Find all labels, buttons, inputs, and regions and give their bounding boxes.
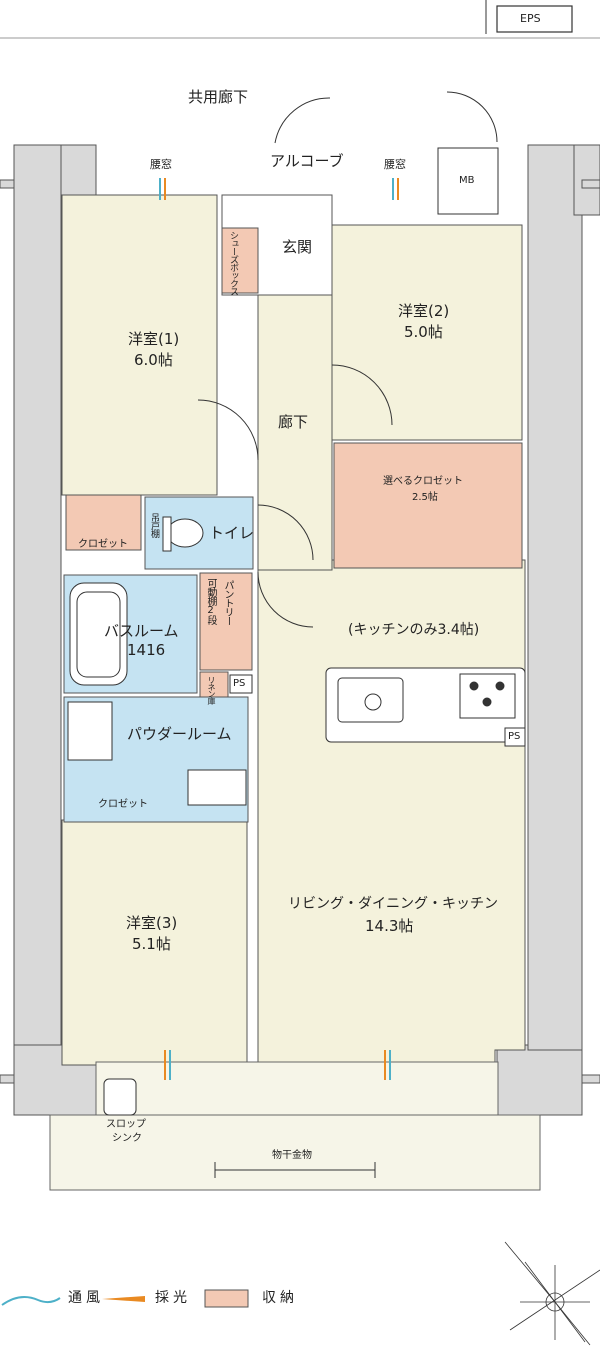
pantry-label-line2: 可動棚2段 bbox=[205, 578, 216, 624]
corridor-label: 廊下 bbox=[278, 413, 309, 431]
bath-size-label: 1416 bbox=[127, 641, 166, 659]
ps-label-2: PS bbox=[508, 731, 521, 742]
eps-label: EPS bbox=[520, 12, 541, 25]
waist-window-right-label: 腰窓 bbox=[384, 158, 406, 171]
window-marks bbox=[159, 178, 399, 1080]
room3-size: 5.1帖 bbox=[132, 935, 171, 953]
shoe-box-label: シューズボックス bbox=[228, 231, 238, 295]
room1-size: 6.0帖 bbox=[134, 351, 173, 369]
hanging-shelf-label: 吊戸棚 bbox=[149, 513, 159, 537]
legend-symbols bbox=[1, 1289, 249, 1308]
clothes-pole-label: 物干金物 bbox=[272, 1150, 312, 1161]
alcove-label: アルコーブ bbox=[270, 152, 344, 170]
legend-lighting-label: 採光 bbox=[155, 1290, 191, 1306]
linen-label: リネン庫 bbox=[207, 676, 216, 704]
closet3-label: クロゼット bbox=[98, 799, 148, 810]
ldk-name-label: リビング・ダイニング・キッチン bbox=[288, 896, 498, 912]
ps-label-1: PS bbox=[233, 678, 246, 689]
closet1-label: クロゼット bbox=[78, 539, 128, 550]
room3-name: 洋室(3) bbox=[126, 914, 178, 932]
selectable-closet-size: 2.5帖 bbox=[412, 492, 438, 503]
selectable-closet-label: 選べるクロゼット bbox=[383, 476, 463, 487]
room1-name: 洋室(1) bbox=[128, 330, 180, 348]
slop-sink-label-line1: スロップ bbox=[106, 1119, 146, 1130]
room2-name: 洋室(2) bbox=[398, 302, 450, 320]
eps-box bbox=[0, 0, 600, 39]
ldk-size-label: 14.3帖 bbox=[365, 917, 414, 935]
common-corridor-label: 共用廊下 bbox=[188, 88, 249, 106]
compass-north-icon bbox=[504, 1241, 600, 1346]
mb-label: MB bbox=[459, 175, 475, 186]
pantry-label-line1: パントリー bbox=[222, 580, 233, 625]
powder-room-label: パウダールーム bbox=[127, 725, 232, 743]
bathroom-label: バスルーム bbox=[104, 622, 179, 640]
legend-storage-label: 収納 bbox=[262, 1290, 298, 1306]
fixtures bbox=[67, 91, 526, 1178]
kitchen-only-label: (キッチンのみ3.4帖) bbox=[348, 622, 480, 638]
room2-size: 5.0帖 bbox=[404, 323, 443, 341]
toilet-label: トイレ bbox=[209, 524, 255, 542]
slop-sink-label-line2: シンク bbox=[112, 1133, 142, 1144]
walls bbox=[0, 144, 600, 1116]
waist-window-left-label: 腰窓 bbox=[150, 158, 172, 171]
legend-ventilation-label: 通風 bbox=[68, 1290, 104, 1306]
entrance-label: 玄関 bbox=[282, 238, 313, 256]
